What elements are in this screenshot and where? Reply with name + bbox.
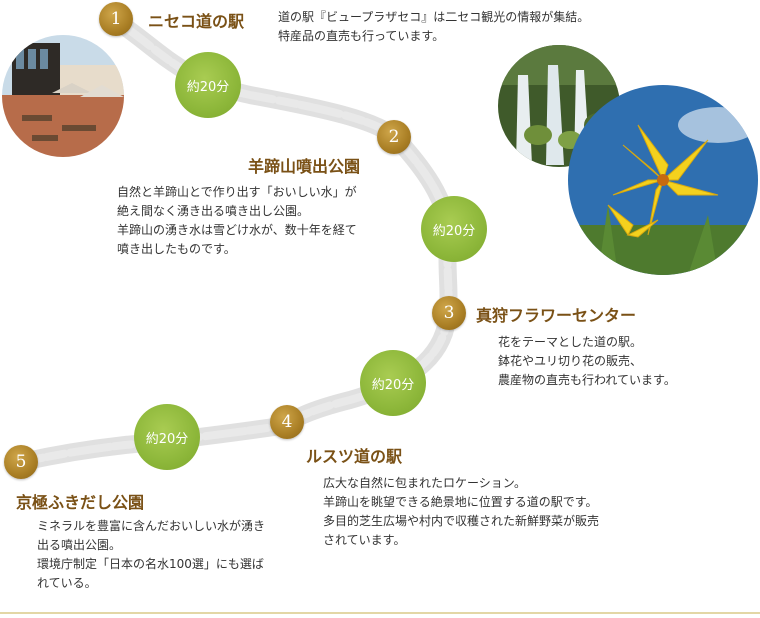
description-line: 羊蹄山を眺望できる絶景地に位置する道の駅です。 (323, 495, 598, 509)
station-4-number: 4 (270, 405, 304, 439)
description-line: 広大な自然に包まれたロケーション。 (323, 476, 527, 490)
description-line: 羊蹄山の湧き水は雪どけ水が、数十年を経て (117, 223, 357, 237)
station-1-photo (2, 35, 124, 157)
description-line: 出る噴出公園。 (37, 538, 122, 552)
station-2-title: 羊蹄山噴出公園 (248, 157, 361, 176)
duration-badge-1-2: 約20分 (175, 52, 241, 118)
duration-badge-4-5: 約20分 (134, 404, 200, 470)
station-3-photo (568, 85, 758, 275)
description-line: 特産品の直売も行っています。 (278, 29, 445, 43)
station-5-description: ミネラルを豊富に含んだおいしい水が湧き 出る噴出公園。 環境庁制定「日本の名水1… (37, 517, 265, 593)
station-3-title: 真狩フラワーセンター (476, 306, 637, 325)
bottom-divider (0, 612, 760, 614)
description-line: ミネラルを豊富に含んだおいしい水が湧き (37, 519, 266, 533)
station-5-number: 5 (4, 445, 38, 479)
description-line: 環境庁制定「日本の名水100選」にも選ば (37, 557, 264, 571)
station-1-description: 道の駅『ビュープラザセコ』は二セコ観光の情報が集結。 特産品の直売も行っています… (278, 8, 589, 46)
description-line: されています。 (323, 533, 406, 547)
duration-badge-3-4: 約20分 (360, 350, 426, 416)
description-line: 絶え間なく湧き出る噴き出し公園。 (117, 204, 310, 218)
description-line: 多目的芝生広場や村内で収穫された新鮮野菜が販売 (323, 514, 600, 528)
station-5-title: 京極ふきだし公園 (16, 493, 145, 512)
station-2-description: 自然と羊蹄山とで作り出す「おいしい水」が 絶え間なく湧き出る噴き出し公園。 羊蹄… (117, 183, 357, 259)
description-line: 鉢花やユリ切り花の販売、 (498, 354, 643, 368)
duration-badge-2-3: 約20分 (421, 196, 487, 262)
description-line: 花をテーマとした道の駅。 (498, 335, 643, 349)
station-2-number: 2 (377, 120, 411, 154)
description-line: 噴き出したものです。 (117, 242, 236, 256)
description-line: れている。 (37, 576, 97, 590)
station-3-number: 3 (432, 296, 466, 330)
station-1-number: 1 (99, 2, 133, 36)
station-1-title: ニセコ道の駅 (148, 12, 245, 31)
description-line: 道の駅『ビュープラザセコ』は二セコ観光の情報が集結。 (278, 10, 590, 24)
station-3-description: 花をテーマとした道の駅。 鉢花やユリ切り花の販売、 農産物の直売も行われています… (498, 333, 676, 390)
description-line: 農産物の直売も行われています。 (498, 373, 676, 387)
description-line: 自然と羊蹄山とで作り出す「おいしい水」が (117, 185, 357, 199)
station-4-description: 広大な自然に包まれたロケーション。 羊蹄山を眺望できる絶景地に位置する道の駅です… (323, 474, 599, 550)
station-4-title: ルスツ道の駅 (306, 447, 403, 466)
